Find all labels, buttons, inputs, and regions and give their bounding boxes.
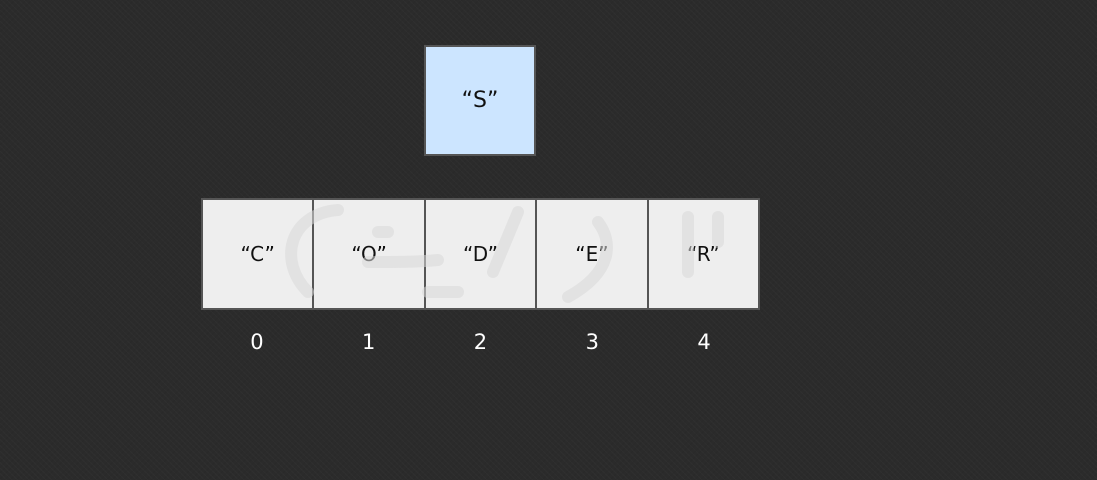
array-cell-value: “E” [575,242,609,266]
array-index-label: 0 [250,330,264,354]
array-cell: “E” [537,200,649,308]
array-cell: “O” [314,200,426,308]
array-index-label: 4 [697,330,711,354]
array-cell-value: “O” [351,242,387,266]
array-cell-value: “D” [463,242,498,266]
array-cell: “D” [426,200,538,308]
highlighted-element-value: “S” [461,88,499,113]
array-cell: “R” [649,200,758,308]
index-row: 0 1 2 3 4 [201,326,760,358]
array-index-label: 1 [362,330,376,354]
highlighted-element: “S” [424,45,536,156]
array-row: “C” “O” “D” “E” “R” [201,198,760,310]
array-index-label: 2 [473,330,488,354]
array-cell: “C” [203,200,315,308]
array-cell-value: “R” [686,242,720,266]
array-cell-value: “C” [240,242,275,266]
array-index-label: 3 [585,330,599,354]
